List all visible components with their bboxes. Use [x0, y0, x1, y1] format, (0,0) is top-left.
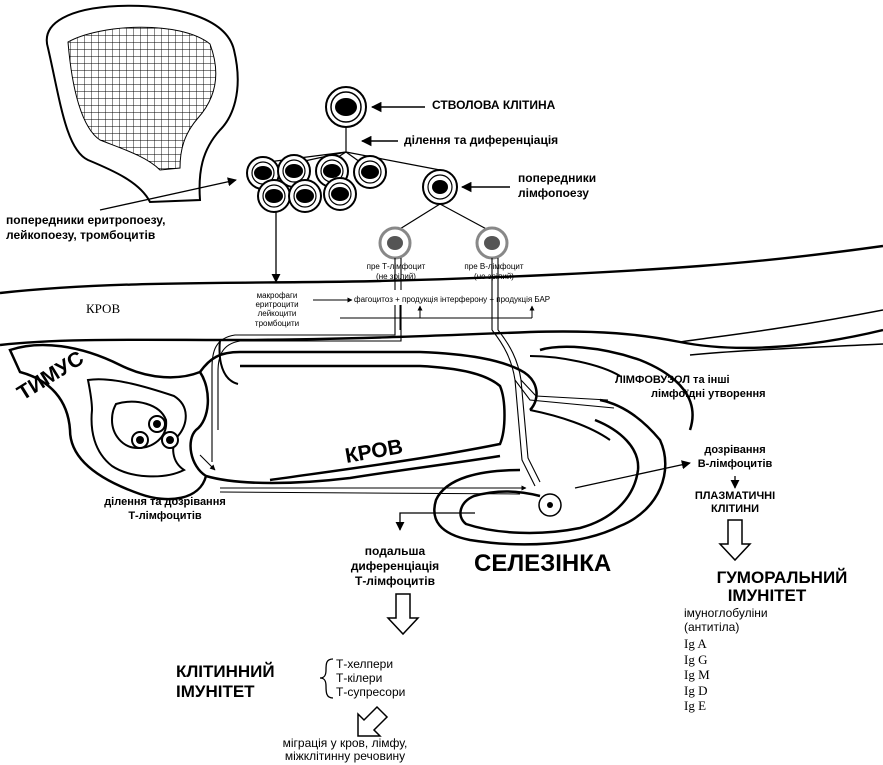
cellular-immunity-line1: КЛІТИННИЙ	[176, 662, 275, 682]
ig-classes-list: Ig A Ig G Ig M Ig D Ig E	[684, 636, 710, 714]
t-types-brace	[320, 659, 333, 698]
precursor-cell	[354, 156, 386, 188]
lymphopoiesis-precursors-label-line1: попередники	[518, 172, 596, 186]
blood-cell-item: тромбоцити	[244, 319, 310, 328]
ig-class-item: Ig G	[684, 652, 710, 668]
t-division-label-line1: ділення та дозрівання	[90, 496, 240, 509]
b-maturation-label-line2: В-лімфоцитів	[690, 458, 780, 471]
bone-illustration	[47, 6, 238, 202]
pre-b-lymphocyte-cell	[477, 228, 507, 258]
further-differentiation-line3: Т-лімфоцитів	[330, 575, 460, 589]
lymph-node-label-line1: ЛІМФОВУЗОЛ та інші	[615, 374, 730, 387]
stem-cell-label: СТВОЛОВА КЛІТИНА	[432, 99, 555, 113]
pre-b-label-line1: пре В-лімфоцит	[458, 262, 530, 271]
further-differentiation-line2: диференціація	[330, 560, 460, 574]
humoral-immunity-line2: ІМУНІТЕТ	[682, 586, 852, 606]
stem-cell	[326, 87, 366, 127]
erythropoiesis-precursors-label-line1: попередники еритропоезу,	[6, 214, 165, 228]
humoral-immunity-line1: ГУМОРАЛЬНИЙ	[682, 568, 882, 588]
immunoglobulins-line1: імуноглобуліни	[684, 607, 768, 621]
division-differentiation-label: ділення та диференціація	[404, 134, 558, 148]
precursor-cell	[324, 178, 356, 210]
pre-b-label-line2: (не зрілий)	[458, 272, 530, 281]
pre-t-lymphocyte-cell	[380, 228, 410, 258]
pre-b-pathway	[492, 258, 614, 486]
migration-hollow-arrow	[358, 707, 387, 736]
pre-t-label-line2: (не зрілий)	[360, 272, 432, 281]
blood-cell-item: лейкоцити	[244, 309, 310, 318]
erythropoiesis-precursor-cluster	[247, 155, 386, 212]
b-maturation-label-line1: дозрівання	[690, 444, 780, 457]
ig-class-item: Ig E	[684, 698, 710, 714]
erythropoiesis-precursors-label-line2: лейкопоезу, тромбоцитів	[6, 229, 155, 243]
pre-t-label-line1: пре Т-лімфоцит	[360, 262, 432, 271]
ig-class-item: Ig D	[684, 683, 710, 699]
spleen-and-vessels	[200, 340, 693, 544]
spleen-b-cell	[539, 494, 561, 516]
blood-cell-item: макрофаги	[244, 291, 310, 300]
cellular-hollow-arrow	[388, 594, 418, 634]
cellular-immunity-line2: ІМУНІТЕТ	[176, 682, 255, 702]
spleen-label: СЕЛЕЗІНКА	[474, 550, 611, 578]
lymph-node-label-line2: лімфоїдні утворення	[651, 388, 766, 401]
b-maturation-arrow	[575, 463, 690, 488]
ig-class-item: Ig M	[684, 667, 710, 683]
blood-cell-item: еритроцити	[244, 300, 310, 309]
precursor-cell	[258, 180, 290, 212]
plasma-cells-label-line2: КЛІТИНИ	[680, 503, 790, 516]
blood-vessel-top	[0, 246, 883, 293]
migration-label-line2: міжклітинну речовину	[240, 750, 450, 764]
precursor-cell	[289, 180, 321, 212]
t-type-item: Т-супресори	[336, 685, 405, 699]
blood-top-label: КРОВ	[86, 302, 120, 317]
t-types-list: Т-хелпери Т-кілери Т-супресори	[336, 657, 405, 699]
t-type-item: Т-кілери	[336, 671, 405, 685]
phagocytosis-label: фагоцитоз + продукція інтерферону + прод…	[354, 295, 550, 304]
immunoglobulins-line2: (антитіла)	[684, 621, 739, 635]
precursor-label-pointer	[100, 180, 236, 210]
lymphopoiesis-precursors-label-line2: лімфопоезу	[518, 187, 589, 201]
t-type-item: Т-хелпери	[336, 657, 405, 671]
humoral-hollow-arrow	[720, 520, 750, 560]
further-differentiation-line1: подальша	[330, 545, 460, 559]
ig-class-item: Ig A	[684, 636, 710, 652]
blood-cells-list: макрофаги еритроцити лейкоцити тромбоцит…	[244, 291, 310, 328]
t-division-label-line2: Т-лімфоцитів	[90, 510, 240, 523]
plasma-cells-label-line1: ПЛАЗМАТИЧНІ	[680, 490, 790, 503]
lymphopoiesis-precursor-cell	[423, 170, 457, 204]
